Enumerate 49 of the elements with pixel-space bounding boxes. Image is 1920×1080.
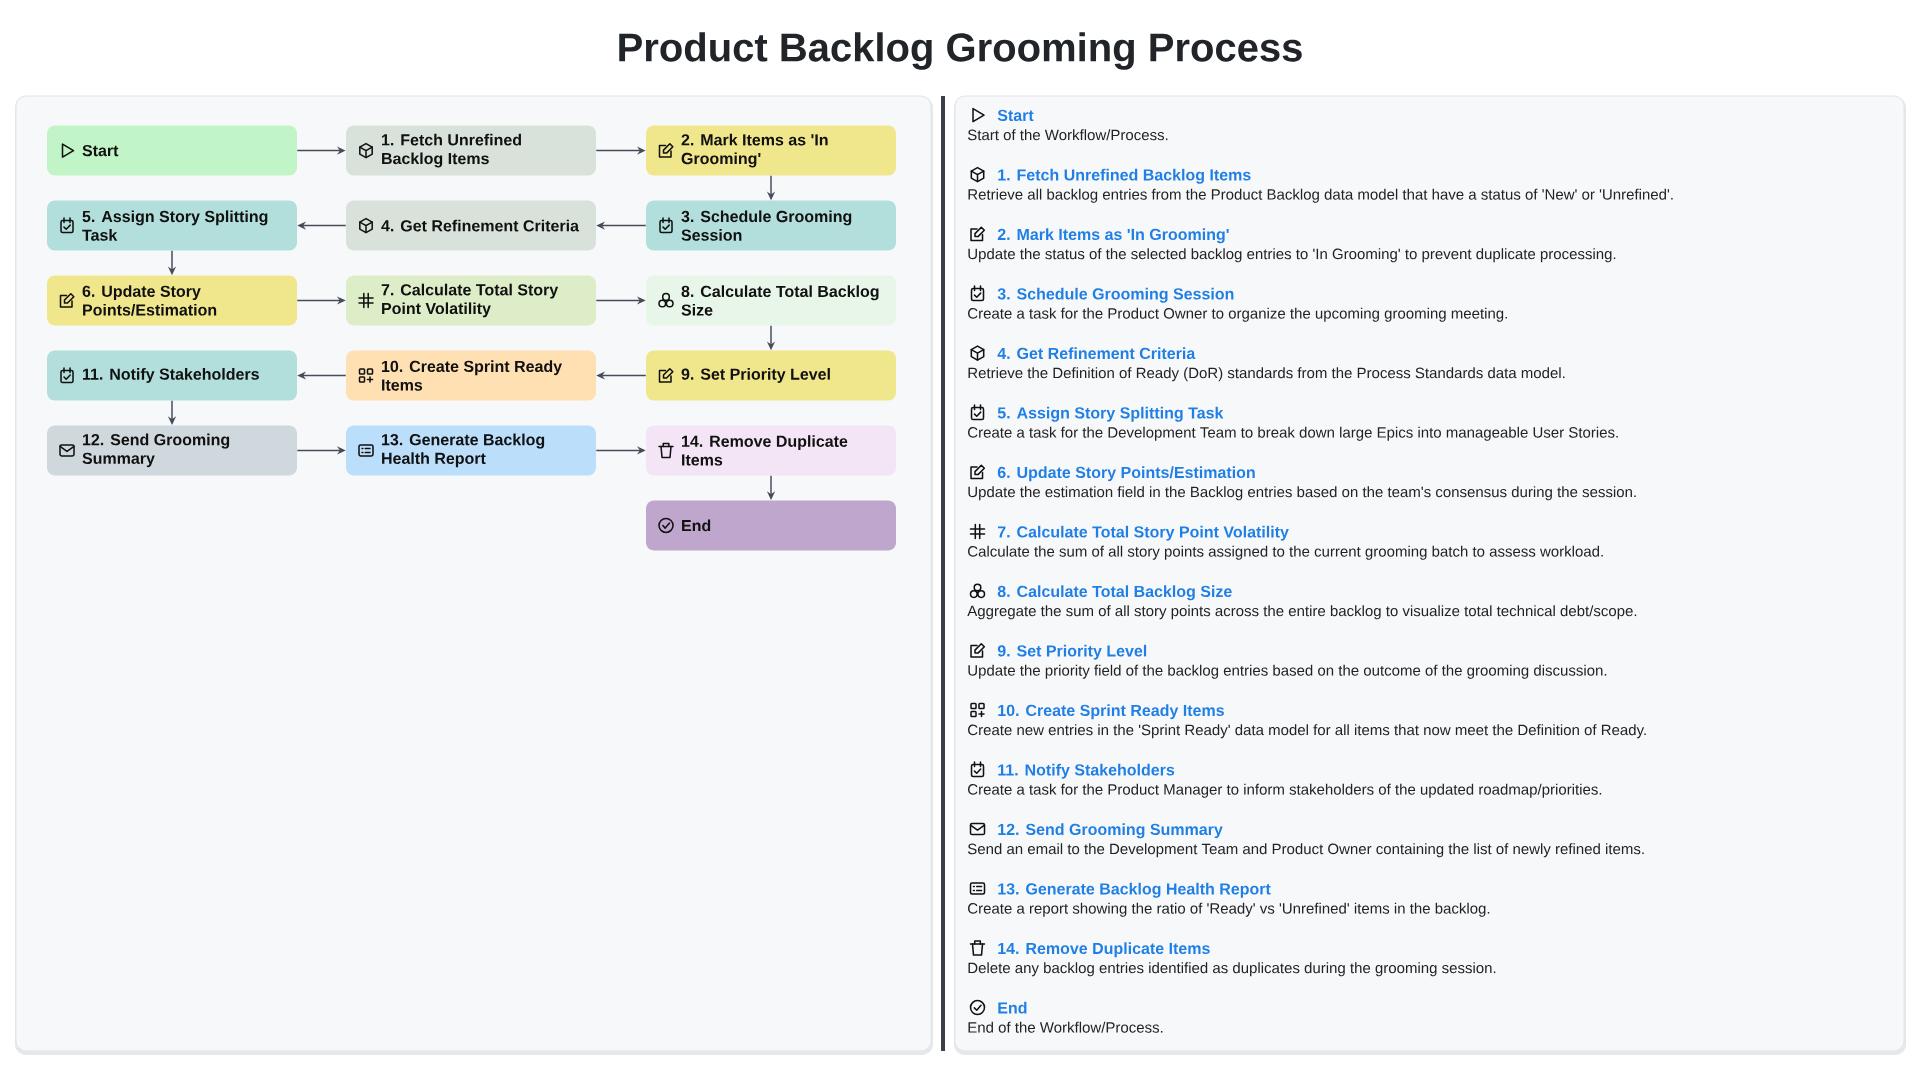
- step-description: Aggregate the sum of all story points across the entire backlog to visualize total technical debt/scope.: [967, 605, 1637, 620]
- step-description: Update the status of the selected backlog entries to 'In Grooming' to prevent duplicate processing.: [968, 248, 1616, 263]
- step-heading: 12. Send Grooming Summary: [998, 823, 1223, 839]
- step-heading: 13. Generate Backlog Health Report: [998, 882, 1271, 898]
- step-heading: End: [998, 1001, 1027, 1014]
- step-heading: 2. Mark Items as 'In Grooming': [997, 228, 1229, 244]
- step-heading: 5. Assign Story Splitting Task: [997, 406, 1224, 422]
- step-heading: 11. Notify Stakeholders: [998, 763, 1175, 779]
- title: Product Backlog Grooming Process: [619, 32, 1302, 70]
- step-description: Create a task for the Development Team to break down large Epics into manageable User Stories.: [968, 426, 1618, 441]
- process-box: 10. Create Sprint Ready Items: [346, 350, 596, 401]
- step-heading: 14. Remove Duplicate Items: [998, 942, 1210, 958]
- step-description: Start of the Workflow/Process.: [967, 129, 1168, 141]
- process-box: 7. Calculate Total Story Point Volatility: [346, 275, 596, 326]
- step-description: Create a task for the Product Owner to organize the upcoming grooming meeting.: [968, 307, 1507, 322]
- process-box: 9. Set Priority Level: [646, 350, 896, 401]
- step-description: Create a task for the Product Manager to inform stakeholders of the updated roadmap/priorities.: [968, 783, 1602, 798]
- step-heading: 4. Get Refinement Criteria: [997, 347, 1196, 360]
- process-box: 2. Mark Items as 'In Grooming': [646, 125, 896, 176]
- step-description: Send an email to the Development Team and Product Owner containing the list of newly refined items.: [967, 843, 1644, 858]
- step-description: Retrieve the Definition of Ready (DoR) standards from the Process Standards data model.: [968, 367, 1565, 382]
- step-description: End of the Workflow/Process.: [968, 1021, 1163, 1033]
- process-box: 12. Send Grooming Summary: [47, 425, 297, 476]
- step-description: Create a report showing the ratio of 'Ready' vs 'Unrefined' items in the backlog.: [968, 902, 1490, 917]
- step-heading: 3. Schedule Grooming Session: [997, 287, 1234, 303]
- process-box: 5. Assign Story Splitting Task: [47, 200, 297, 251]
- process-box: 3. Schedule Grooming Session: [646, 200, 896, 251]
- step-heading: 6. Update Story Points/Estimation: [997, 466, 1255, 482]
- step-heading: Start: [997, 109, 1034, 122]
- step-heading: 8. Calculate Total Backlog Size: [997, 585, 1232, 601]
- process-box: 6. Update Story Points/Estimation: [47, 275, 297, 326]
- process-box: 1. Fetch Unrefined Backlog Items: [346, 125, 596, 176]
- step-heading: 10. Create Sprint Ready Items: [998, 704, 1224, 720]
- process-box: 14. Remove Duplicate Items: [646, 425, 896, 476]
- step-description: Calculate the sum of all story points assigned to the current grooming batch to assess workload.: [968, 545, 1603, 560]
- process-box: 13. Generate Backlog Health Report: [346, 425, 596, 476]
- step-description: Create new entries in the 'Sprint Ready' data model for all items that now meet the Definition of Ready.: [968, 724, 1646, 739]
- step-description: Update the priority field of the backlog entries based on the outcome of the grooming discussion.: [968, 664, 1607, 679]
- process-box: End: [646, 500, 896, 551]
- step-description: Delete any backlog entries identified as duplicates during the grooming session.: [968, 962, 1496, 977]
- process-box: 4. Get Refinement Criteria: [346, 200, 596, 251]
- step-heading: 7. Calculate Total Story Point Volatility: [997, 525, 1289, 541]
- process-box: 8. Calculate Total Backlog Size: [646, 275, 896, 326]
- step-heading: 1. Fetch Unrefined Backlog Items: [998, 168, 1251, 184]
- step-heading: 9. Set Priority Level: [997, 644, 1147, 660]
- process-box: 11. Notify Stakeholders: [47, 350, 297, 401]
- step-description: Retrieve all backlog entries from the Product Backlog data model that have a status of 'New' or 'Unrefined'.: [968, 188, 1673, 203]
- process-box: Start: [47, 125, 297, 176]
- step-description: Update the estimation field in the Backlog entries based on the team's consensus during the session.: [968, 486, 1636, 501]
